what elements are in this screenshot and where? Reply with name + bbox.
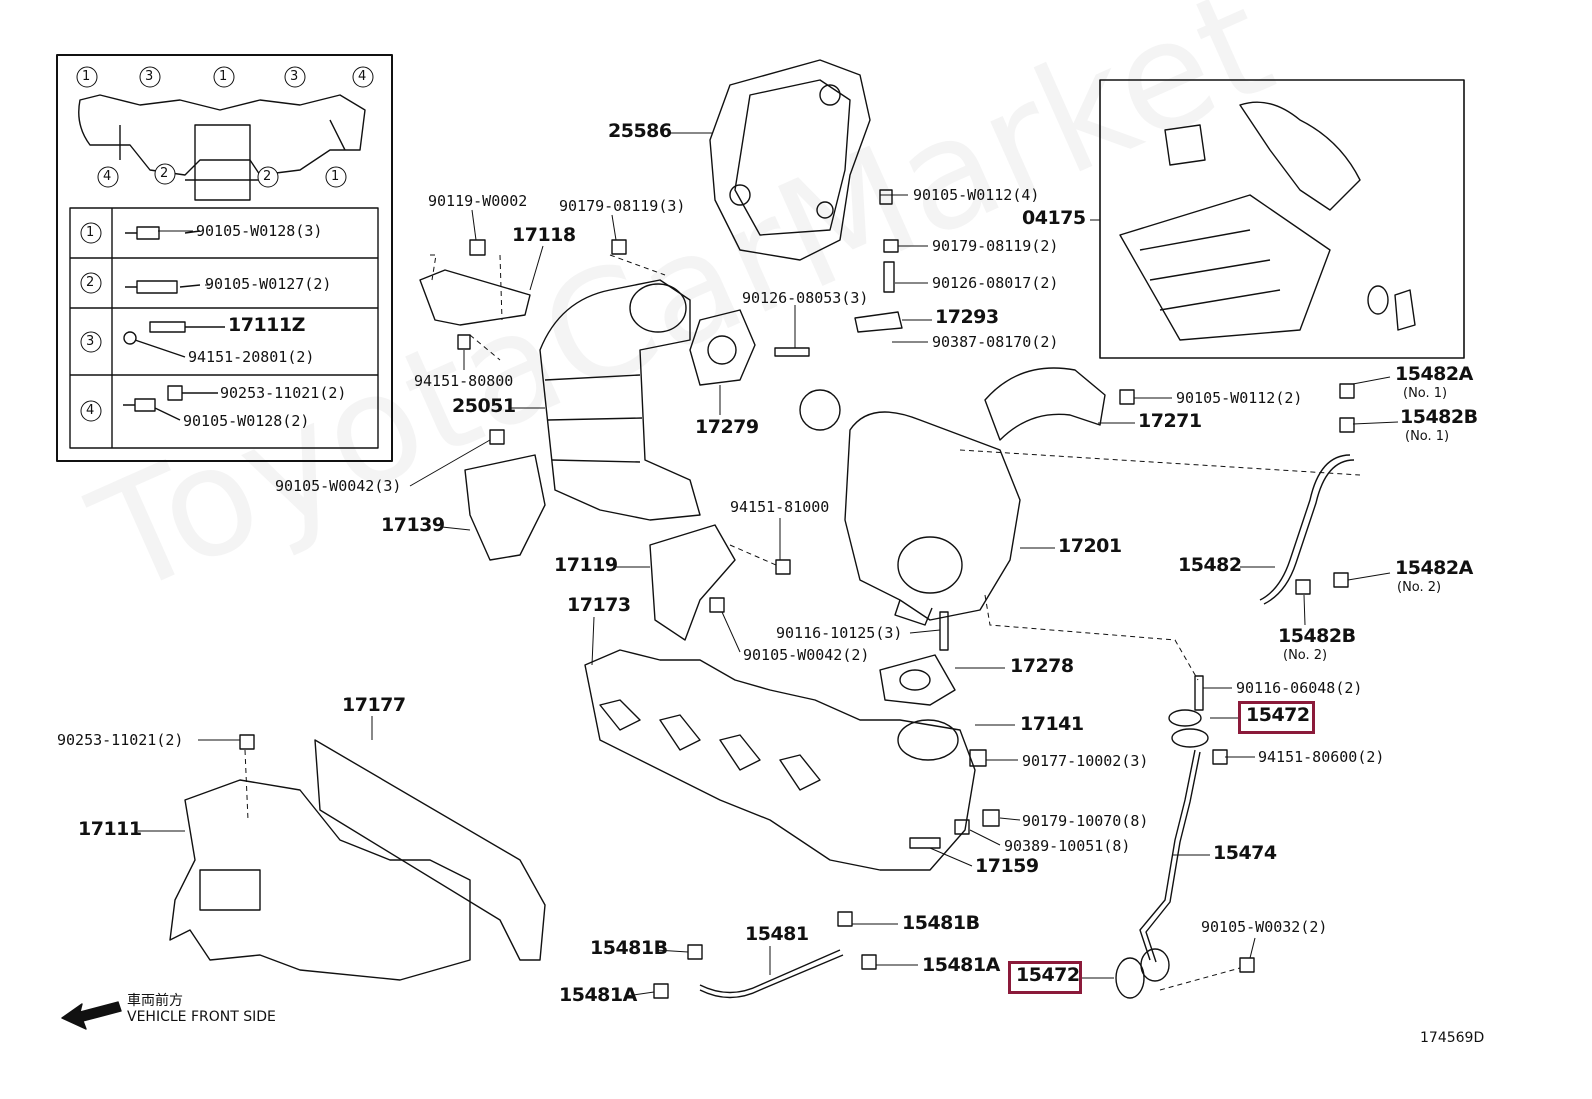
label-17279[interactable]: 17279 <box>695 416 759 438</box>
label-90105-W0032-2[interactable]: 90105-W0032(2) <box>1201 918 1328 936</box>
inset-circle-3: 1 <box>219 69 228 84</box>
gasket-17278 <box>879 654 956 706</box>
label-15481A-left[interactable]: 15481A <box>559 984 637 1006</box>
label-90253-11021-2[interactable]: 90253-11021(2) <box>57 731 184 749</box>
direction-en: VEHICLE FRONT SIDE <box>127 1009 276 1025</box>
label-94151-80800[interactable]: 94151-80800 <box>414 372 514 390</box>
label-04175[interactable]: 04175 <box>1022 207 1086 229</box>
label-17278[interactable]: 17278 <box>1010 655 1074 677</box>
inset-row-3-part-b[interactable]: 94151-20801(2) <box>188 348 315 366</box>
label-90179-08119-2[interactable]: 90179-08119(2) <box>932 237 1059 255</box>
inset-row-1-part[interactable]: 90105-W0128(3) <box>196 222 323 240</box>
label-17173[interactable]: 17173 <box>567 594 631 616</box>
pipe-15482 <box>1259 454 1351 601</box>
inset-table <box>69 207 379 449</box>
label-15482[interactable]: 15482 <box>1178 554 1242 576</box>
label-17271[interactable]: 17271 <box>1138 410 1202 432</box>
inset-circle-1: 1 <box>82 69 91 84</box>
label-17118[interactable]: 17118 <box>512 224 576 246</box>
label-15482A-1-no: (No. 1) <box>1403 386 1448 401</box>
intake-manifold-17111 <box>169 779 471 981</box>
inset-row-4-num: 4 <box>86 403 95 418</box>
inset-frame <box>56 54 393 462</box>
label-90105-W0112-4[interactable]: 90105-W0112(4) <box>913 186 1040 204</box>
label-17119[interactable]: 17119 <box>554 554 618 576</box>
inset-circle-2: 3 <box>145 69 154 84</box>
label-15482A-1[interactable]: 15482A <box>1395 363 1473 385</box>
label-94151-81000[interactable]: 94151-81000 <box>730 498 830 516</box>
highlight-15472-top <box>1238 701 1315 734</box>
inset-04175-frame <box>1099 79 1465 359</box>
label-90387-08170-2[interactable]: 90387-08170(2) <box>932 333 1059 351</box>
label-15482B-1-no: (No. 1) <box>1405 429 1450 444</box>
exhaust-manifold-17141 <box>584 649 976 871</box>
label-15482B-2[interactable]: 15482B <box>1278 625 1356 647</box>
inset-circle-7: 2 <box>160 166 169 181</box>
bracket-17139 <box>464 454 546 561</box>
label-90179-10070-8[interactable]: 90179-10070(8) <box>1022 812 1149 830</box>
inset-circle-6: 4 <box>103 169 112 184</box>
inset-circle-8: 2 <box>263 169 272 184</box>
inset-row-1-num: 1 <box>86 225 95 240</box>
label-17177[interactable]: 17177 <box>342 694 406 716</box>
inset-circle-9: 1 <box>331 169 340 184</box>
inset-circle-4: 3 <box>290 69 299 84</box>
direction-jp: 車両前方 <box>127 993 183 1009</box>
label-90105-W0112-2[interactable]: 90105-W0112(2) <box>1176 389 1303 407</box>
inset-circle-5: 4 <box>358 69 367 84</box>
label-90105-W0042-3[interactable]: 90105-W0042(3) <box>275 477 402 495</box>
inset-row-3-part-a[interactable]: 17111Z <box>228 314 305 336</box>
label-90126-08017-2[interactable]: 90126-08017(2) <box>932 274 1059 292</box>
label-90116-06048-2[interactable]: 90116-06048(2) <box>1236 679 1363 697</box>
converter-25051 <box>539 279 701 521</box>
label-15481B-left[interactable]: 15481B <box>590 937 668 959</box>
inset-row-2-num: 2 <box>86 275 95 290</box>
label-90179-08119-3[interactable]: 90179-08119(3) <box>559 197 686 215</box>
label-90389-10051-8[interactable]: 90389-10051(8) <box>1004 837 1131 855</box>
inset-manifold-sketch <box>78 94 366 176</box>
inset-row-3-num: 3 <box>86 334 95 349</box>
label-15474[interactable]: 15474 <box>1213 842 1277 864</box>
gasket-17177 <box>314 739 546 961</box>
label-25051[interactable]: 25051 <box>452 395 516 417</box>
label-15472-top[interactable]: 15472 <box>1246 704 1310 726</box>
label-17159[interactable]: 17159 <box>975 855 1039 877</box>
label-94151-80600-2[interactable]: 94151-80600(2) <box>1258 748 1385 766</box>
highlight-15472-bottom <box>1008 961 1082 994</box>
label-90126-08053-3[interactable]: 90126-08053(3) <box>742 289 869 307</box>
label-15482A-2-no: (No. 2) <box>1397 580 1442 595</box>
label-15481[interactable]: 15481 <box>745 923 809 945</box>
diagram-id: 174569D <box>1420 1030 1485 1046</box>
label-25586[interactable]: 25586 <box>608 120 672 142</box>
label-17139[interactable]: 17139 <box>381 514 445 536</box>
inset-row-4-part-b[interactable]: 90105-W0128(2) <box>183 412 310 430</box>
pipe-15481 <box>699 949 841 994</box>
heat-shield-17271 <box>984 367 1106 441</box>
label-17293[interactable]: 17293 <box>935 306 999 328</box>
turbocharger-17201 <box>844 411 1021 621</box>
label-90116-10125-3[interactable]: 90116-10125(3) <box>776 624 903 642</box>
label-90119-W0002[interactable]: 90119-W0002 <box>428 192 528 210</box>
inset-row-2-part[interactable]: 90105-W0127(2) <box>205 275 332 293</box>
label-15481B-top[interactable]: 15481B <box>902 912 980 934</box>
label-15472-bottom[interactable]: 15472 <box>1016 964 1080 986</box>
label-17111[interactable]: 17111 <box>78 818 142 840</box>
bracket-17118 <box>419 269 531 326</box>
pipe-15474 <box>1139 749 1196 961</box>
label-17201[interactable]: 17201 <box>1058 535 1122 557</box>
label-15482B-1[interactable]: 15482B <box>1400 406 1478 428</box>
label-15482A-2[interactable]: 15482A <box>1395 557 1473 579</box>
label-17141[interactable]: 17141 <box>1020 713 1084 735</box>
inset-row-4-part-a[interactable]: 90253-11021(2) <box>220 384 347 402</box>
label-15481A-right[interactable]: 15481A <box>922 954 1000 976</box>
label-15482B-2-no: (No. 2) <box>1283 648 1328 663</box>
heat-insulator-25586 <box>709 59 871 261</box>
bracket-17119 <box>649 524 736 641</box>
gasket-17279 <box>689 309 756 386</box>
label-90177-10002-3[interactable]: 90177-10002(3) <box>1022 752 1149 770</box>
label-90105-W0042-2[interactable]: 90105-W0042(2) <box>743 646 870 664</box>
